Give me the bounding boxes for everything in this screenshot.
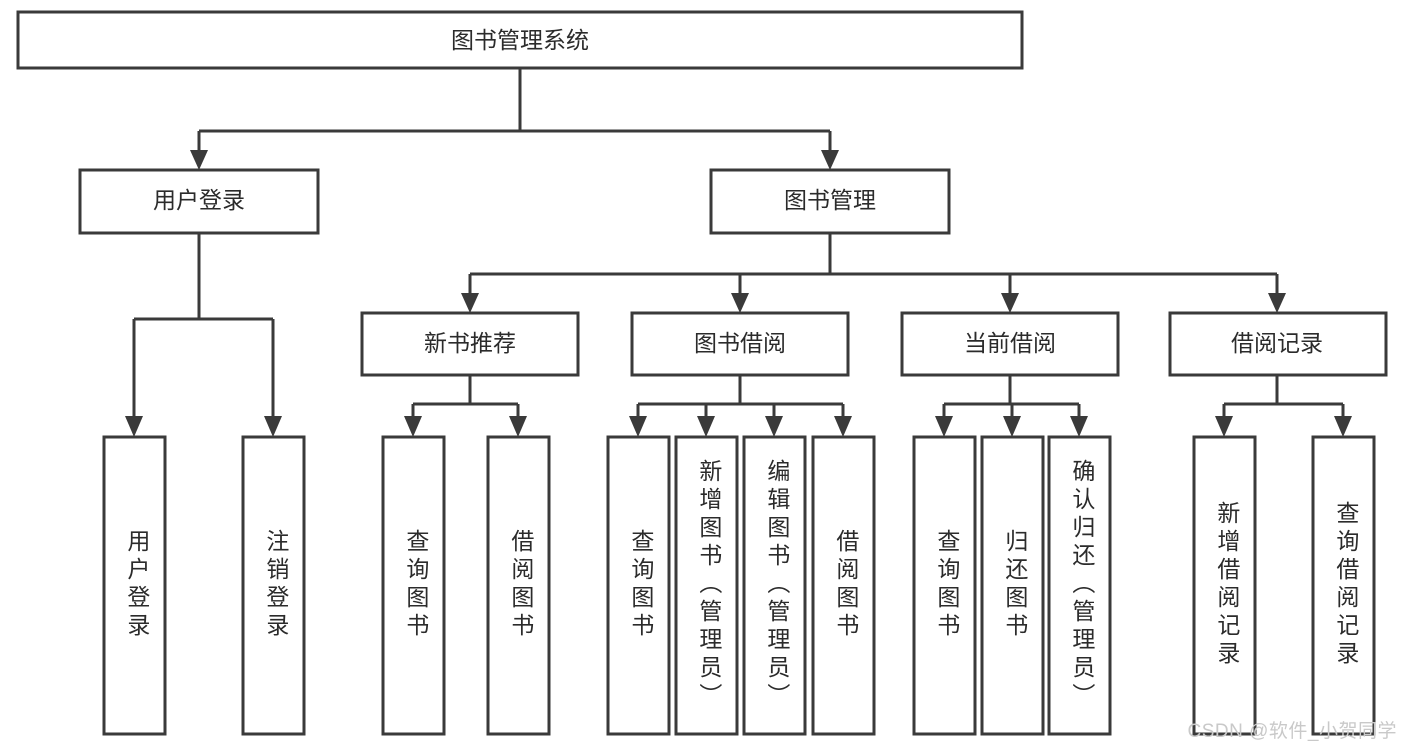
leaf-box-query-book-current[interactable] — [912, 435, 977, 736]
leaf-node-user-login[interactable]: 用户登录 — [102, 435, 167, 736]
node-new-book-recommend[interactable]: 新书推荐 — [360, 311, 580, 377]
arrow-head-book-borrow-leaf-1 — [629, 416, 647, 437]
leaf-label-add-borrow-record: 新增借阅记录 — [1214, 501, 1241, 669]
leaf-box-user-login[interactable] — [102, 435, 167, 736]
node-book-management[interactable]: 图书管理 — [709, 168, 951, 235]
leaf-label-query-book-recommend: 查询图书 — [403, 529, 430, 641]
leaf-label-borrow-book-recommend: 借阅图书 — [508, 529, 535, 641]
node-label-root-system: 图书管理系统 — [451, 27, 589, 53]
leaf-label-confirm-return: 确认归还（管理员） — [1069, 459, 1096, 711]
arrow-head-leaf-user-login — [125, 416, 143, 437]
connector-layer — [125, 68, 1352, 437]
leaf-box-borrow-book[interactable] — [811, 435, 876, 736]
leaf-label-edit-book: 编辑图书（管理员） — [764, 459, 791, 711]
leaf-node-query-book-borrow[interactable]: 查询图书 — [606, 435, 671, 736]
arrow-head-book-borrow — [731, 293, 749, 313]
node-label-current-borrow: 当前借阅 — [964, 330, 1056, 356]
leaf-label-query-book-current: 查询图书 — [934, 529, 961, 641]
arrow-head-current-borrow-leaf-1 — [935, 416, 953, 437]
leaf-node-query-book-recommend[interactable]: 查询图书 — [381, 435, 446, 736]
node-label-user-login: 用户登录 — [153, 187, 245, 213]
node-current-borrow[interactable]: 当前借阅 — [900, 311, 1120, 377]
node-box-user-login[interactable] — [78, 168, 320, 235]
leaf-node-add-book[interactable]: 新增图书（管理员） — [674, 435, 739, 736]
arrow-head-new-book — [461, 293, 479, 313]
arrow-head-borrow-record-leaf-2 — [1334, 416, 1352, 437]
node-user-login[interactable]: 用户登录 — [78, 168, 320, 235]
arrow-head-book-borrow-leaf-3 — [765, 416, 783, 437]
arrow-head-new-book-leaf-1 — [404, 416, 422, 437]
node-root-system[interactable]: 图书管理系统 — [16, 10, 1024, 70]
node-box-book-management[interactable] — [709, 168, 951, 235]
leaf-node-add-borrow-record[interactable]: 新增借阅记录 — [1192, 435, 1257, 736]
leaf-label-add-book: 新增图书（管理员） — [696, 459, 723, 711]
node-label-new-book-recommend: 新书推荐 — [424, 330, 516, 356]
node-box-borrow-record[interactable] — [1168, 311, 1388, 377]
leaf-box-query-borrow-record[interactable] — [1311, 435, 1376, 736]
leaf-node-edit-book[interactable]: 编辑图书（管理员） — [742, 435, 807, 736]
leaf-label-return-book: 归还图书 — [1002, 529, 1029, 641]
arrow-head-borrow-record — [1268, 293, 1286, 313]
arrow-head-book-borrow-leaf-2 — [697, 416, 715, 437]
node-box-book-borrow[interactable] — [630, 311, 850, 377]
leaf-box-add-borrow-record[interactable] — [1192, 435, 1257, 736]
leaf-box-query-book-recommend[interactable] — [381, 435, 446, 736]
leaf-box-confirm-return[interactable] — [1047, 435, 1112, 736]
leaf-box-edit-book[interactable] — [742, 435, 807, 736]
arrow-head-book-borrow-leaf-4 — [834, 416, 852, 437]
leaf-label-logout: 注销登录 — [263, 529, 290, 641]
leaf-node-return-book[interactable]: 归还图书 — [980, 435, 1045, 736]
leaf-node-query-book-current[interactable]: 查询图书 — [912, 435, 977, 736]
node-borrow-record[interactable]: 借阅记录 — [1168, 311, 1388, 377]
leaf-node-logout[interactable]: 注销登录 — [241, 435, 306, 736]
leaf-label-query-borrow-record: 查询借阅记录 — [1333, 501, 1360, 669]
arrow-head-current-borrow-leaf-3 — [1070, 416, 1088, 437]
arrow-head-new-book-leaf-2 — [509, 416, 527, 437]
leaf-node-borrow-book[interactable]: 借阅图书 — [811, 435, 876, 736]
leaf-box-add-book[interactable] — [674, 435, 739, 736]
node-book-borrow[interactable]: 图书借阅 — [630, 311, 850, 377]
node-label-book-borrow: 图书借阅 — [694, 330, 786, 356]
arrow-head-current-borrow-leaf-2 — [1003, 416, 1021, 437]
node-label-borrow-record: 借阅记录 — [1231, 330, 1323, 356]
arrow-head-borrow-record-leaf-1 — [1215, 416, 1233, 437]
arrow-head-book-mgmt — [821, 150, 839, 170]
node-box-root-system[interactable] — [16, 10, 1024, 70]
node-box-current-borrow[interactable] — [900, 311, 1120, 377]
arrow-head-leaf-logout — [264, 416, 282, 437]
node-label-book-management: 图书管理 — [784, 187, 876, 213]
arrow-head-user-login — [190, 150, 208, 170]
leaf-box-query-book-borrow[interactable] — [606, 435, 671, 736]
leaf-box-return-book[interactable] — [980, 435, 1045, 736]
leaf-node-confirm-return[interactable]: 确认归还（管理员） — [1047, 435, 1112, 736]
leaf-node-borrow-book-recommend[interactable]: 借阅图书 — [486, 435, 551, 736]
node-box-new-book-recommend[interactable] — [360, 311, 580, 377]
leaf-label-query-book-borrow: 查询图书 — [628, 529, 655, 641]
leaf-box-borrow-book-recommend[interactable] — [486, 435, 551, 736]
leaf-box-logout[interactable] — [241, 435, 306, 736]
leaf-label-user-login: 用户登录 — [124, 529, 151, 641]
leaf-node-query-borrow-record[interactable]: 查询借阅记录 — [1311, 435, 1376, 736]
leaf-label-borrow-book: 借阅图书 — [833, 529, 860, 641]
arrow-head-current-borrow — [1001, 293, 1019, 313]
